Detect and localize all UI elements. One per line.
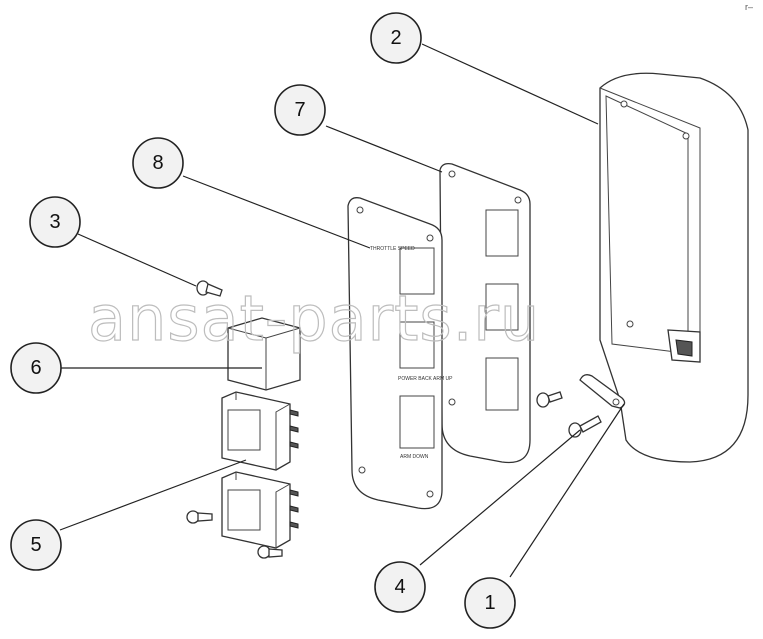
callout-number: 4 xyxy=(394,576,405,598)
callout-6: 6 xyxy=(10,342,62,394)
callout-2: 2 xyxy=(370,12,422,64)
panel-label-middle: POWER BACK ARM UP xyxy=(398,376,453,382)
callout-3: 3 xyxy=(29,196,81,248)
callout-number: 3 xyxy=(49,211,60,233)
callout-number: 8 xyxy=(152,152,163,174)
housing-cover xyxy=(599,72,749,463)
callout-number: 6 xyxy=(30,357,41,379)
callout-5: 5 xyxy=(10,519,62,571)
callout-number: 1 xyxy=(484,592,495,614)
screw-bottom xyxy=(257,545,283,559)
callout-number: 2 xyxy=(390,27,401,49)
screw-3 xyxy=(196,280,223,297)
panel-label-top: THROTTLE SPEED xyxy=(370,246,415,252)
callout-number: 5 xyxy=(30,534,41,556)
relay-block xyxy=(227,317,301,391)
panel-label-bottom: ARM DOWN xyxy=(400,454,429,460)
screw-gasket xyxy=(536,391,563,408)
corner-mark: r– xyxy=(745,2,753,12)
callout-1: 1 xyxy=(464,577,516,629)
rocker-switch-upper xyxy=(221,391,299,471)
callout-8: 8 xyxy=(132,137,184,189)
gasket-plate xyxy=(439,162,531,464)
leader-lines xyxy=(59,43,625,578)
callout-7: 7 xyxy=(274,84,326,136)
watermark-text: ansat-parts.ru xyxy=(88,282,540,355)
callout-number: 7 xyxy=(294,99,305,121)
screw-4 xyxy=(568,415,602,438)
label-panel: THROTTLE SPEED POWER BACK ARM UP ARM DOW… xyxy=(347,197,453,510)
screw-lower-left xyxy=(186,510,213,524)
callout-4: 4 xyxy=(374,561,426,613)
rocker-switch-lower xyxy=(221,471,299,549)
